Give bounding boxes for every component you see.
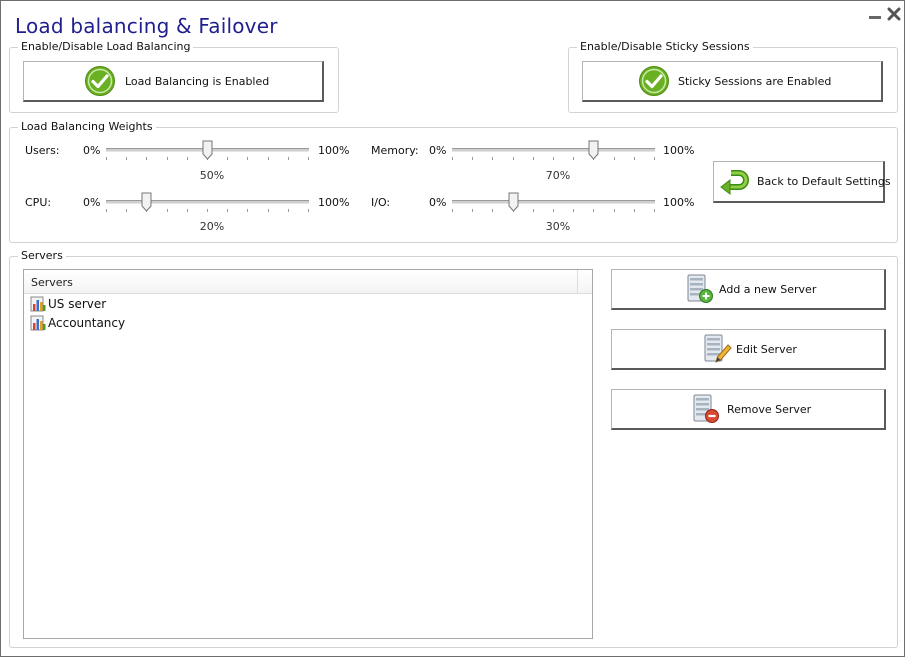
memory-slider-thumb[interactable] — [588, 140, 599, 160]
users-slider-thumb[interactable] — [202, 140, 213, 160]
load-balancing-legend: Enable/Disable Load Balancing — [18, 40, 194, 54]
minimize-icon[interactable] — [867, 6, 883, 22]
edit-server-icon — [704, 334, 732, 363]
memory-value-label: 70% — [545, 169, 571, 182]
check-icon — [85, 66, 115, 96]
server-name: Accountancy — [48, 315, 126, 330]
cpu-slider-thumb[interactable] — [141, 192, 152, 212]
window-title: Load balancing & Failover — [15, 14, 278, 38]
server-chart-icon — [30, 296, 46, 311]
edit-server-label: Edit Server — [736, 342, 797, 356]
close-icon[interactable] — [886, 6, 902, 22]
remove-server-icon — [693, 394, 719, 423]
servers-group: Servers — [9, 249, 898, 648]
undo-arrow-icon — [720, 169, 749, 195]
users-value-label: 50% — [199, 169, 225, 182]
memory-label: Memory: — [371, 144, 419, 157]
memory-min-label: 0% — [429, 144, 447, 157]
server-chart-icon — [30, 315, 46, 330]
cpu-max-label: 100% — [318, 196, 350, 209]
toggle-sticky-sessions-button[interactable]: Sticky Sessions are Enabled — [582, 61, 883, 102]
users-slider[interactable] — [106, 140, 309, 162]
servers-column-header: Servers — [31, 276, 73, 289]
cpu-min-label: 0% — [83, 196, 101, 209]
add-server-icon — [687, 274, 713, 303]
servers-legend: Servers — [18, 249, 66, 263]
edit-server-button[interactable]: Edit Server — [611, 329, 886, 370]
users-max-label: 100% — [318, 144, 350, 157]
io-label: I/O: — [371, 196, 391, 209]
toggle-load-balancing-button[interactable]: Load Balancing is Enabled — [23, 61, 324, 102]
back-to-default-button[interactable]: Back to Default Settings — [713, 161, 891, 203]
servers-list-header[interactable]: Servers — [24, 270, 592, 294]
cpu-label: CPU: — [25, 196, 52, 209]
load-balancing-group: Enable/Disable Load Balancing Load Balan… — [9, 40, 339, 113]
io-min-label: 0% — [429, 196, 447, 209]
check-icon — [639, 66, 669, 96]
sticky-sessions-button-label: Sticky Sessions are Enabled — [678, 74, 832, 88]
users-min-label: 0% — [83, 144, 101, 157]
io-value-label: 30% — [545, 220, 571, 233]
io-slider-thumb[interactable] — [508, 192, 519, 212]
weights-legend: Load Balancing Weights — [18, 120, 156, 134]
add-server-label: Add a new Server — [719, 282, 817, 296]
back-to-default-label: Back to Default Settings — [757, 175, 891, 188]
list-item[interactable]: US server — [24, 294, 592, 313]
sticky-sessions-group: Enable/Disable Sticky Sessions Sticky Se… — [568, 40, 898, 113]
users-label: Users: — [25, 144, 60, 157]
remove-server-button[interactable]: Remove Server — [611, 389, 886, 430]
cpu-slider[interactable] — [106, 192, 309, 214]
sticky-sessions-legend: Enable/Disable Sticky Sessions — [577, 40, 753, 54]
memory-max-label: 100% — [663, 144, 695, 157]
servers-list[interactable]: Servers US server Accountancy — [23, 269, 593, 639]
remove-server-label: Remove Server — [727, 402, 812, 416]
memory-slider[interactable] — [452, 140, 655, 162]
server-name: US server — [48, 296, 107, 311]
load-balancing-button-label: Load Balancing is Enabled — [125, 74, 270, 88]
io-max-label: 100% — [663, 196, 695, 209]
add-server-button[interactable]: Add a new Server — [611, 269, 886, 310]
io-slider[interactable] — [452, 192, 655, 214]
cpu-value-label: 20% — [199, 220, 225, 233]
weights-group: Load Balancing Weights Users: 0% 100% 50… — [9, 120, 898, 243]
list-item[interactable]: Accountancy — [24, 313, 592, 332]
